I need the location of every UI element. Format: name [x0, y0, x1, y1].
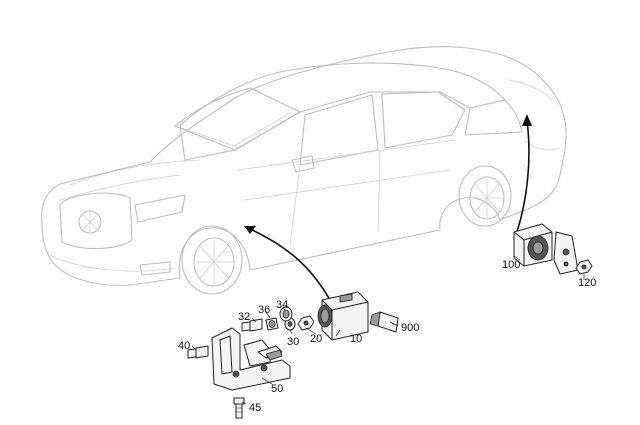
label-40: 40: [178, 340, 190, 352]
label-10: 10: [350, 333, 362, 345]
label-900: 900: [401, 322, 419, 334]
part-45-bolt: [233, 397, 245, 419]
label-30: 30: [287, 336, 299, 348]
arrow-front-head: [244, 226, 256, 234]
label-50: 50: [271, 383, 283, 395]
label-20: 20: [310, 333, 322, 345]
label-34: 34: [276, 299, 288, 311]
part-40-bolt: [187, 345, 209, 359]
part-100-unit: [513, 223, 553, 267]
label-45: 45: [249, 402, 261, 414]
leader-lines: [191, 255, 585, 405]
part-120-nut: [575, 259, 593, 275]
label-32: 32: [238, 311, 250, 323]
arrow-front: [247, 227, 331, 301]
part-32-bolt: [241, 318, 263, 332]
part-10-unit: [317, 291, 369, 341]
part-900-connector: [369, 311, 399, 333]
car-illustration: [41, 46, 567, 295]
part-34-clip: [279, 306, 293, 322]
part-100-bracket: [553, 231, 579, 275]
label-120: 120: [578, 277, 596, 289]
part-50-bracket: [211, 327, 291, 391]
arrow-rear: [516, 119, 530, 233]
part-36-bushing: [265, 317, 279, 331]
label-36: 36: [258, 304, 270, 316]
front-parts-group: [187, 291, 399, 419]
label-100: 100: [502, 259, 520, 271]
rear-parts-group: [513, 223, 593, 275]
part-20-nut: [297, 315, 315, 331]
part-labels: 10 20 30 32 34 36 40 45 50 100 120 900: [178, 259, 596, 414]
location-arrows: [244, 114, 532, 301]
arrow-rear-head: [522, 114, 532, 126]
